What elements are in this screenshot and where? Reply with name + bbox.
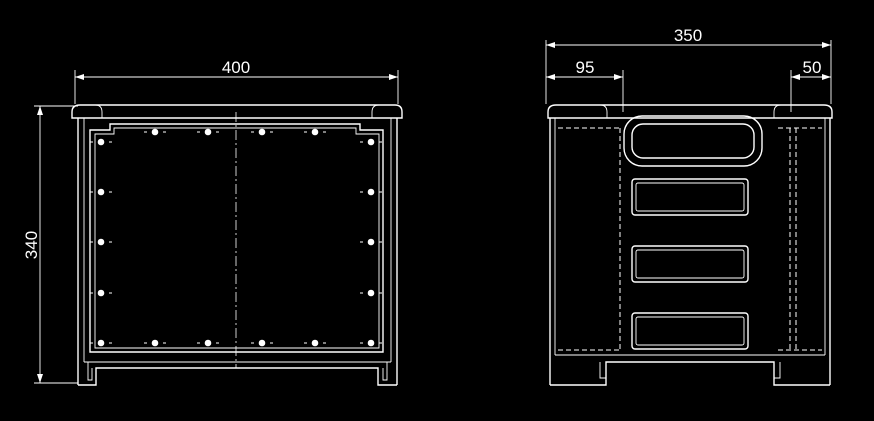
side-housing [547, 104, 833, 386]
front-width-dimension: 400 [74, 58, 399, 104]
side-handle [623, 115, 763, 167]
front-width-label: 400 [222, 58, 250, 77]
side-handle-offset-label: 95 [576, 58, 595, 77]
front-mounting-panel [89, 123, 384, 353]
side-hidden-lines [558, 127, 822, 351]
side-rear-offset-dimension: 50 [790, 58, 831, 112]
side-depth-dimension: 350 [545, 26, 832, 104]
side-view: 350 95 50 [545, 26, 833, 386]
front-view: 400 340 [22, 58, 403, 386]
front-housing [71, 104, 403, 386]
side-vent-slots [631, 178, 749, 350]
side-rear-offset-label: 50 [803, 58, 822, 77]
front-height-label: 340 [22, 231, 41, 259]
side-depth-label: 350 [674, 26, 702, 45]
side-handle-offset-dimension: 95 [546, 58, 624, 112]
front-height-dimension: 340 [22, 105, 78, 384]
front-bolt-pattern [90, 128, 382, 347]
